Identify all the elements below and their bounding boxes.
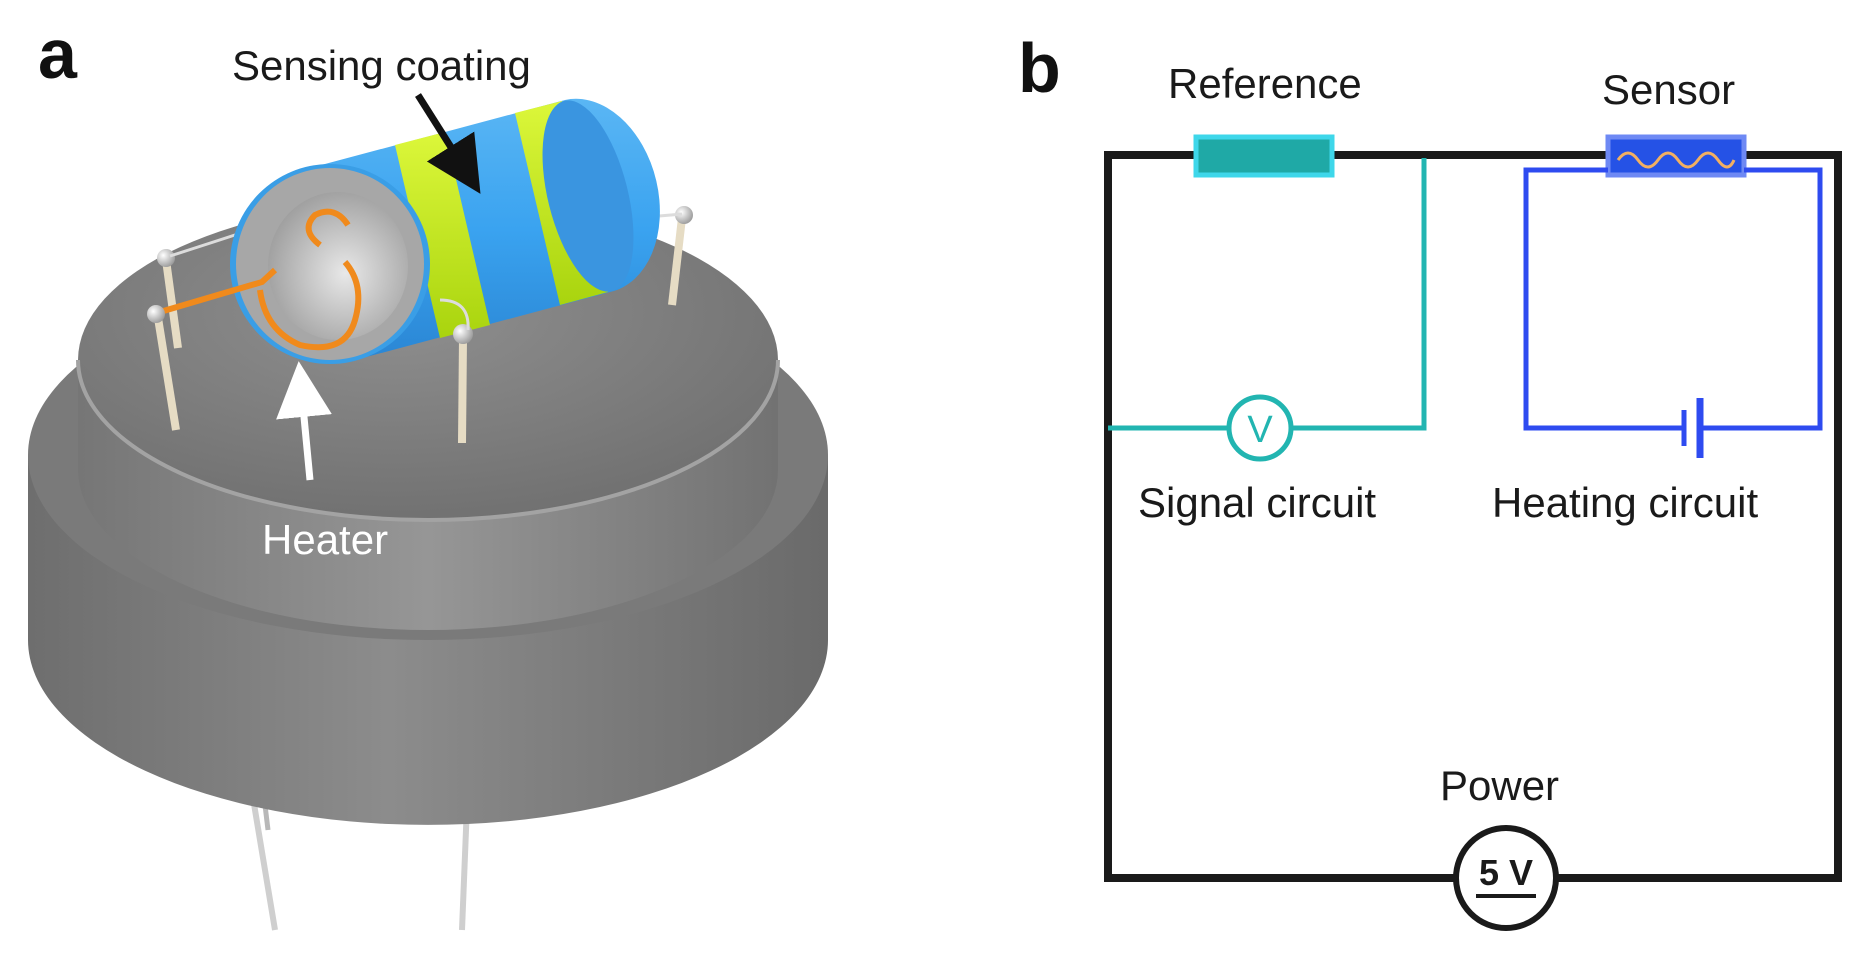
voltmeter-symbol: V [1247, 409, 1273, 451]
panel-a-letter: a [38, 15, 78, 93]
heater-coil [159, 208, 362, 351]
sensor-heater-wave-icon [1616, 151, 1736, 169]
heating-circuit-wire [1523, 167, 1823, 431]
front-pins [147, 298, 473, 444]
reference-label: Reference [1168, 60, 1362, 107]
power-source-icon [1453, 825, 1559, 931]
power-circuit-wire [1104, 151, 1842, 882]
coating-band [395, 132, 490, 338]
power-label: Power [1440, 762, 1559, 809]
voltmeter-icon [1226, 394, 1294, 462]
panel-b-letter: b [1018, 29, 1061, 107]
power-value: 5 V [1479, 852, 1533, 893]
sensing-coating-label: Sensing coating [232, 42, 531, 89]
panel-b: b Reference Sensor V Signal circuit Heat… [1018, 29, 1842, 931]
heater-arrow [276, 361, 332, 481]
heating-circuit-label: Heating circuit [1492, 479, 1758, 526]
reference-resistor [1193, 134, 1335, 178]
sensing-tube [230, 98, 660, 364]
signal-circuit-label: Signal circuit [1138, 479, 1376, 526]
sensor-label: Sensor [1602, 66, 1735, 113]
panel-a: a [28, 15, 828, 931]
sensing-coating-arrow [415, 93, 481, 194]
heater-label: Heater [262, 516, 388, 563]
signal-circuit-wire [1108, 158, 1427, 431]
